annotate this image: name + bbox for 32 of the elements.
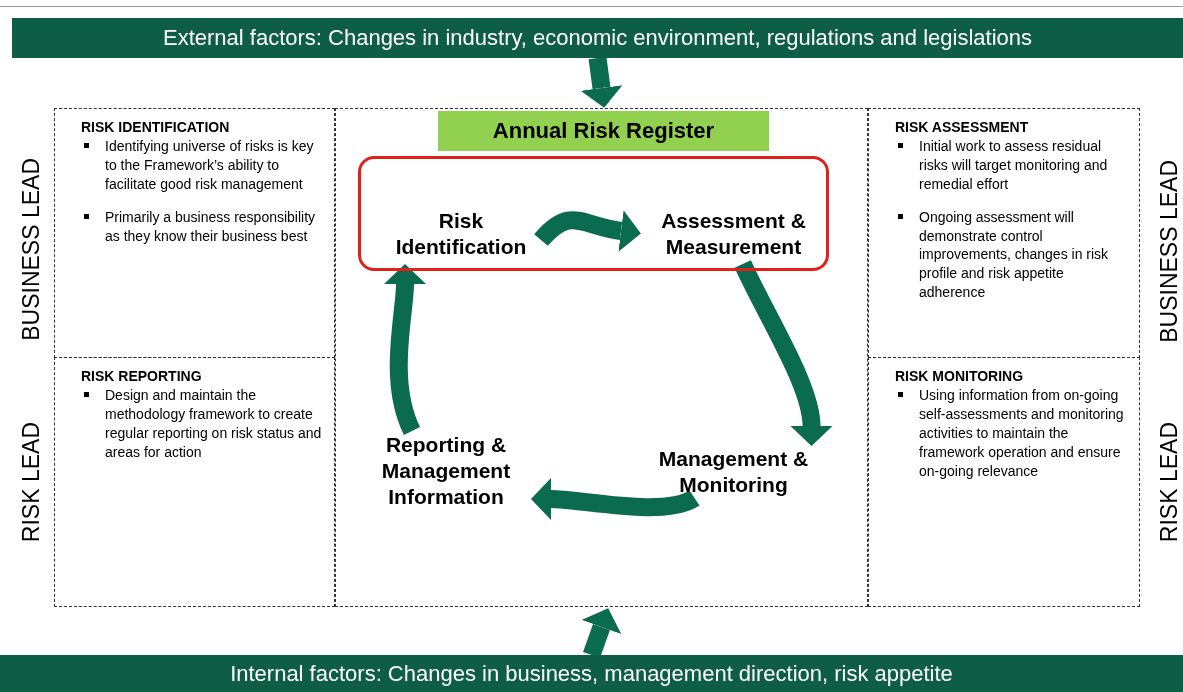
block-arrow [734,260,833,446]
register-bar: Annual Risk Register [438,111,769,151]
side-label: RISK LEAD [1156,422,1183,543]
bullet-text: Primarily a business responsibility as they know their business best [81,207,322,246]
section-heading: RISK IDENTIFICATION [81,119,231,135]
dashed-panel [335,108,868,607]
block-arrow [580,56,623,108]
section-heading: RISK REPORTING [81,368,203,384]
bullet-text: Initial work to assess residual risks will target monitoring and remedial effort [895,137,1127,194]
bullet-text: Ongoing assessment will demonstrate control improvements, changes in risk profile and risk appetite adherence [895,207,1127,303]
dashed-cell [54,357,335,607]
bullet-text: Using information from on-going self-assessments and monitoring activities to maintain the framework operation and ensure on-going relevance [895,386,1127,481]
step-label: Management & Monitoring [636,446,831,498]
step-label: Risk Identification [381,204,541,264]
banner: External factors: Changes in industry, economic environment, regulations and legislations [12,18,1183,58]
step-label: Assessment & Measurement [641,204,826,264]
block-arrow [384,264,426,435]
banner: Internal factors: Changes in business, management direction, risk appetite [0,655,1183,692]
step-label: Reporting & Management Information [361,431,531,511]
block-arrow [534,210,641,252]
side-label: BUSINESS LEAD [1156,160,1183,343]
bullet-text: Design and maintain the methodology framework to create regular reporting on risk status and areas for action [81,386,322,462]
bullet-text: Identifying universe of risks is key to the Framework’s ability to facilitate good risk management [81,137,322,194]
section-heading: RISK MONITORING [895,368,1025,384]
rounded-frame [358,156,829,271]
dashed-cell [868,357,1140,607]
dashed-cell [54,108,335,358]
side-label: RISK LEAD [18,422,45,543]
side-label: BUSINESS LEAD [18,158,45,341]
block-arrow [531,478,699,520]
dashed-cell [868,108,1140,358]
section-heading: RISK ASSESSMENT [895,119,1030,135]
